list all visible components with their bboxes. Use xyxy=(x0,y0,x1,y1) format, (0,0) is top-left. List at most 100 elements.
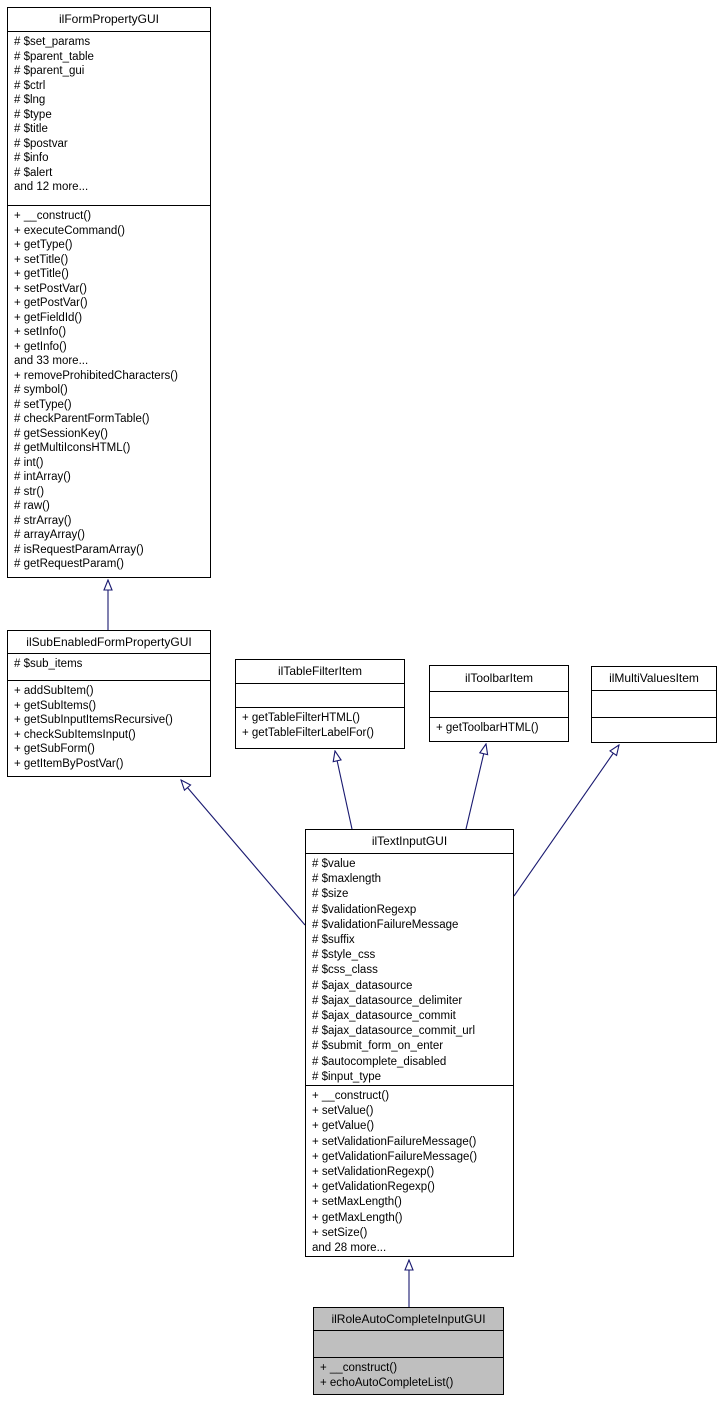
member-row: + removeProhibitedCharacters() xyxy=(14,369,178,382)
member-row: # $suffix xyxy=(312,934,355,947)
member-row: # symbol() xyxy=(14,384,68,396)
member-row: # $type xyxy=(14,108,52,121)
member-row: + getTitle() xyxy=(14,268,69,280)
member-row: # arrayArray() xyxy=(14,529,85,541)
member-row: # $css_class xyxy=(312,964,378,977)
member-row: + getMaxLength() xyxy=(312,1211,403,1224)
class-node-ilformpropertygui[interactable]: ilFormPropertyGUI # $set_params # $parent… xyxy=(7,7,211,578)
class-title: ilMultiValuesItem xyxy=(592,667,716,691)
member-row: # getRequestParam() xyxy=(14,558,124,570)
member-row: # $size xyxy=(312,888,349,901)
class-title: ilSubEnabledFormPropertyGUI xyxy=(8,631,210,654)
class-node-ilmultivaluesitem[interactable]: ilMultiValuesItem xyxy=(591,666,717,743)
class-node-iltextinputgui[interactable]: ilTextInputGUI # $value# $maxlength# $si… xyxy=(305,829,514,1257)
member-row: + getTableFilterHTML() xyxy=(242,712,360,724)
member-row: + getToolbarHTML() xyxy=(436,722,539,734)
member-row: # getSessionKey() xyxy=(14,427,108,440)
class-title: ilFormPropertyGUI xyxy=(8,8,210,32)
member-row: + getValue() xyxy=(312,1120,375,1133)
inheritance-arrow-iltextinputgui-to-ilsubenabledformpropertygui xyxy=(181,780,306,926)
member-row: # $style_css xyxy=(312,949,376,962)
member-row: + __construct() xyxy=(312,1090,390,1102)
member-row: + getFieldId() xyxy=(14,311,83,324)
member-row: # $sub_items xyxy=(14,658,83,670)
member-row: # $parent_gui xyxy=(14,65,85,77)
member-row: # intArray() xyxy=(14,471,71,483)
member-row: + setValidationFailureMessage() xyxy=(312,1135,477,1148)
member-row: + getValidationFailureMessage() xyxy=(312,1150,478,1163)
member-row: # $info xyxy=(14,152,49,164)
member-row: # $lng xyxy=(14,94,46,106)
member-row: + getSubInputItemsRecursive() xyxy=(14,714,173,726)
member-row: # $maxlength xyxy=(312,873,382,886)
member-row: # $ajax_datasource_commit_url xyxy=(312,1025,476,1038)
class-methods: + __construct() + executeCommand() + getTy… xyxy=(8,206,210,577)
member-row: # $validationRegexp xyxy=(312,903,417,916)
inheritance-arrow-iltextinputgui-to-ilmultivaluesitem xyxy=(513,745,619,897)
member-row: + getSubForm() xyxy=(14,743,95,755)
member-row: # $ajax_datasource_delimiter xyxy=(312,994,463,1007)
class-node-iltablefilteritem[interactable]: ilTableFilterItem + getTableFilterHTML()… xyxy=(235,659,405,749)
class-title: ilToolbarItem xyxy=(430,666,568,692)
class-attributes: # $sub_items xyxy=(8,654,210,681)
member-row: + executeCommand() xyxy=(14,224,125,237)
member-row: + getType() xyxy=(14,239,73,251)
member-row: # $validationFailureMessage xyxy=(312,918,459,931)
member-row: + __construct() xyxy=(14,210,92,222)
inheritance-arrow-iltextinputgui-to-iltoolbaritem xyxy=(465,744,486,830)
class-attributes xyxy=(592,691,716,718)
member-row: # isRequestParamArray() xyxy=(14,543,144,556)
member-row: # $ctrl xyxy=(14,79,46,92)
member-row: + getSubItems() xyxy=(14,699,97,712)
class-node-ilsubenabledformpropertygui[interactable]: ilSubEnabledFormPropertyGUI # $sub_items… xyxy=(7,630,211,777)
member-row: # int() xyxy=(14,456,44,469)
member-row: # $parent_table xyxy=(14,50,94,63)
class-attributes xyxy=(236,684,404,708)
member-row: # raw() xyxy=(14,500,50,512)
member-row: # $ajax_datasource xyxy=(312,979,413,992)
member-row: # $autocomplete_disabled xyxy=(312,1055,447,1068)
member-row: + echoAutoCompleteList() xyxy=(320,1376,454,1389)
member-row: + setValue() xyxy=(312,1105,374,1118)
member-row: + setValidationRegexp() xyxy=(312,1166,435,1179)
member-row: # $submit_form_on_enter xyxy=(312,1040,444,1053)
member-row: # checkParentFormTable() xyxy=(14,413,150,425)
member-row: and 28 more... xyxy=(312,1242,387,1255)
class-title: ilRoleAutoCompleteInputGUI xyxy=(314,1308,503,1331)
class-methods: + getToolbarHTML() xyxy=(430,718,568,741)
member-row: + setMaxLength() xyxy=(312,1196,402,1209)
member-row: + addSubItem() xyxy=(14,685,94,697)
class-node-iltoolbaritem[interactable]: ilToolbarItem + getToolbarHTML() xyxy=(429,665,569,742)
member-row: # strArray() xyxy=(14,514,72,527)
member-row: # $input_type xyxy=(312,1070,382,1083)
member-row: + getItemByPostVar() xyxy=(14,757,124,770)
member-row: # $set_params xyxy=(14,36,91,48)
member-row: and 33 more... xyxy=(14,355,89,367)
member-row: + getTableFilterLabelFor() xyxy=(242,726,374,739)
class-attributes: # $value # $maxlength # $size # $validation… xyxy=(306,854,513,1086)
member-row: + getPostVar() xyxy=(14,297,88,309)
member-row: # $value xyxy=(312,858,356,870)
class-methods: + addSubItem() + getSubItems() + getSubInp… xyxy=(8,681,210,776)
member-row: + setSize() xyxy=(312,1226,368,1239)
member-row: + checkSubItemsInput() xyxy=(14,728,136,741)
class-attributes xyxy=(314,1331,503,1358)
member-row: and 12 more... xyxy=(14,181,89,193)
member-row: # str() xyxy=(14,485,45,498)
member-row: # getMultiIconsHTML() xyxy=(14,442,131,454)
class-methods xyxy=(592,718,716,742)
member-row: + setTitle() xyxy=(14,253,69,266)
member-row: + __construct() xyxy=(320,1362,398,1374)
member-row: # $alert xyxy=(14,166,53,179)
member-row: # $ajax_datasource_commit xyxy=(312,1010,456,1023)
member-row: # $title xyxy=(14,123,48,135)
class-methods: + __construct() + echoAutoCompleteList() xyxy=(314,1358,503,1394)
class-attributes: # $set_params # $parent_table # $parent_gu… xyxy=(8,32,210,206)
inheritance-arrow-iltextinputgui-to-iltablefilteritem xyxy=(335,751,353,830)
member-row: + getInfo() xyxy=(14,340,67,353)
member-row: # $postvar xyxy=(14,137,68,150)
class-methods: + getTableFilterHTML() + getTableFilterLa… xyxy=(236,708,404,748)
class-methods: + __construct() + setValue() + getValue() +… xyxy=(306,1086,513,1256)
class-title: ilTableFilterItem xyxy=(236,660,404,684)
